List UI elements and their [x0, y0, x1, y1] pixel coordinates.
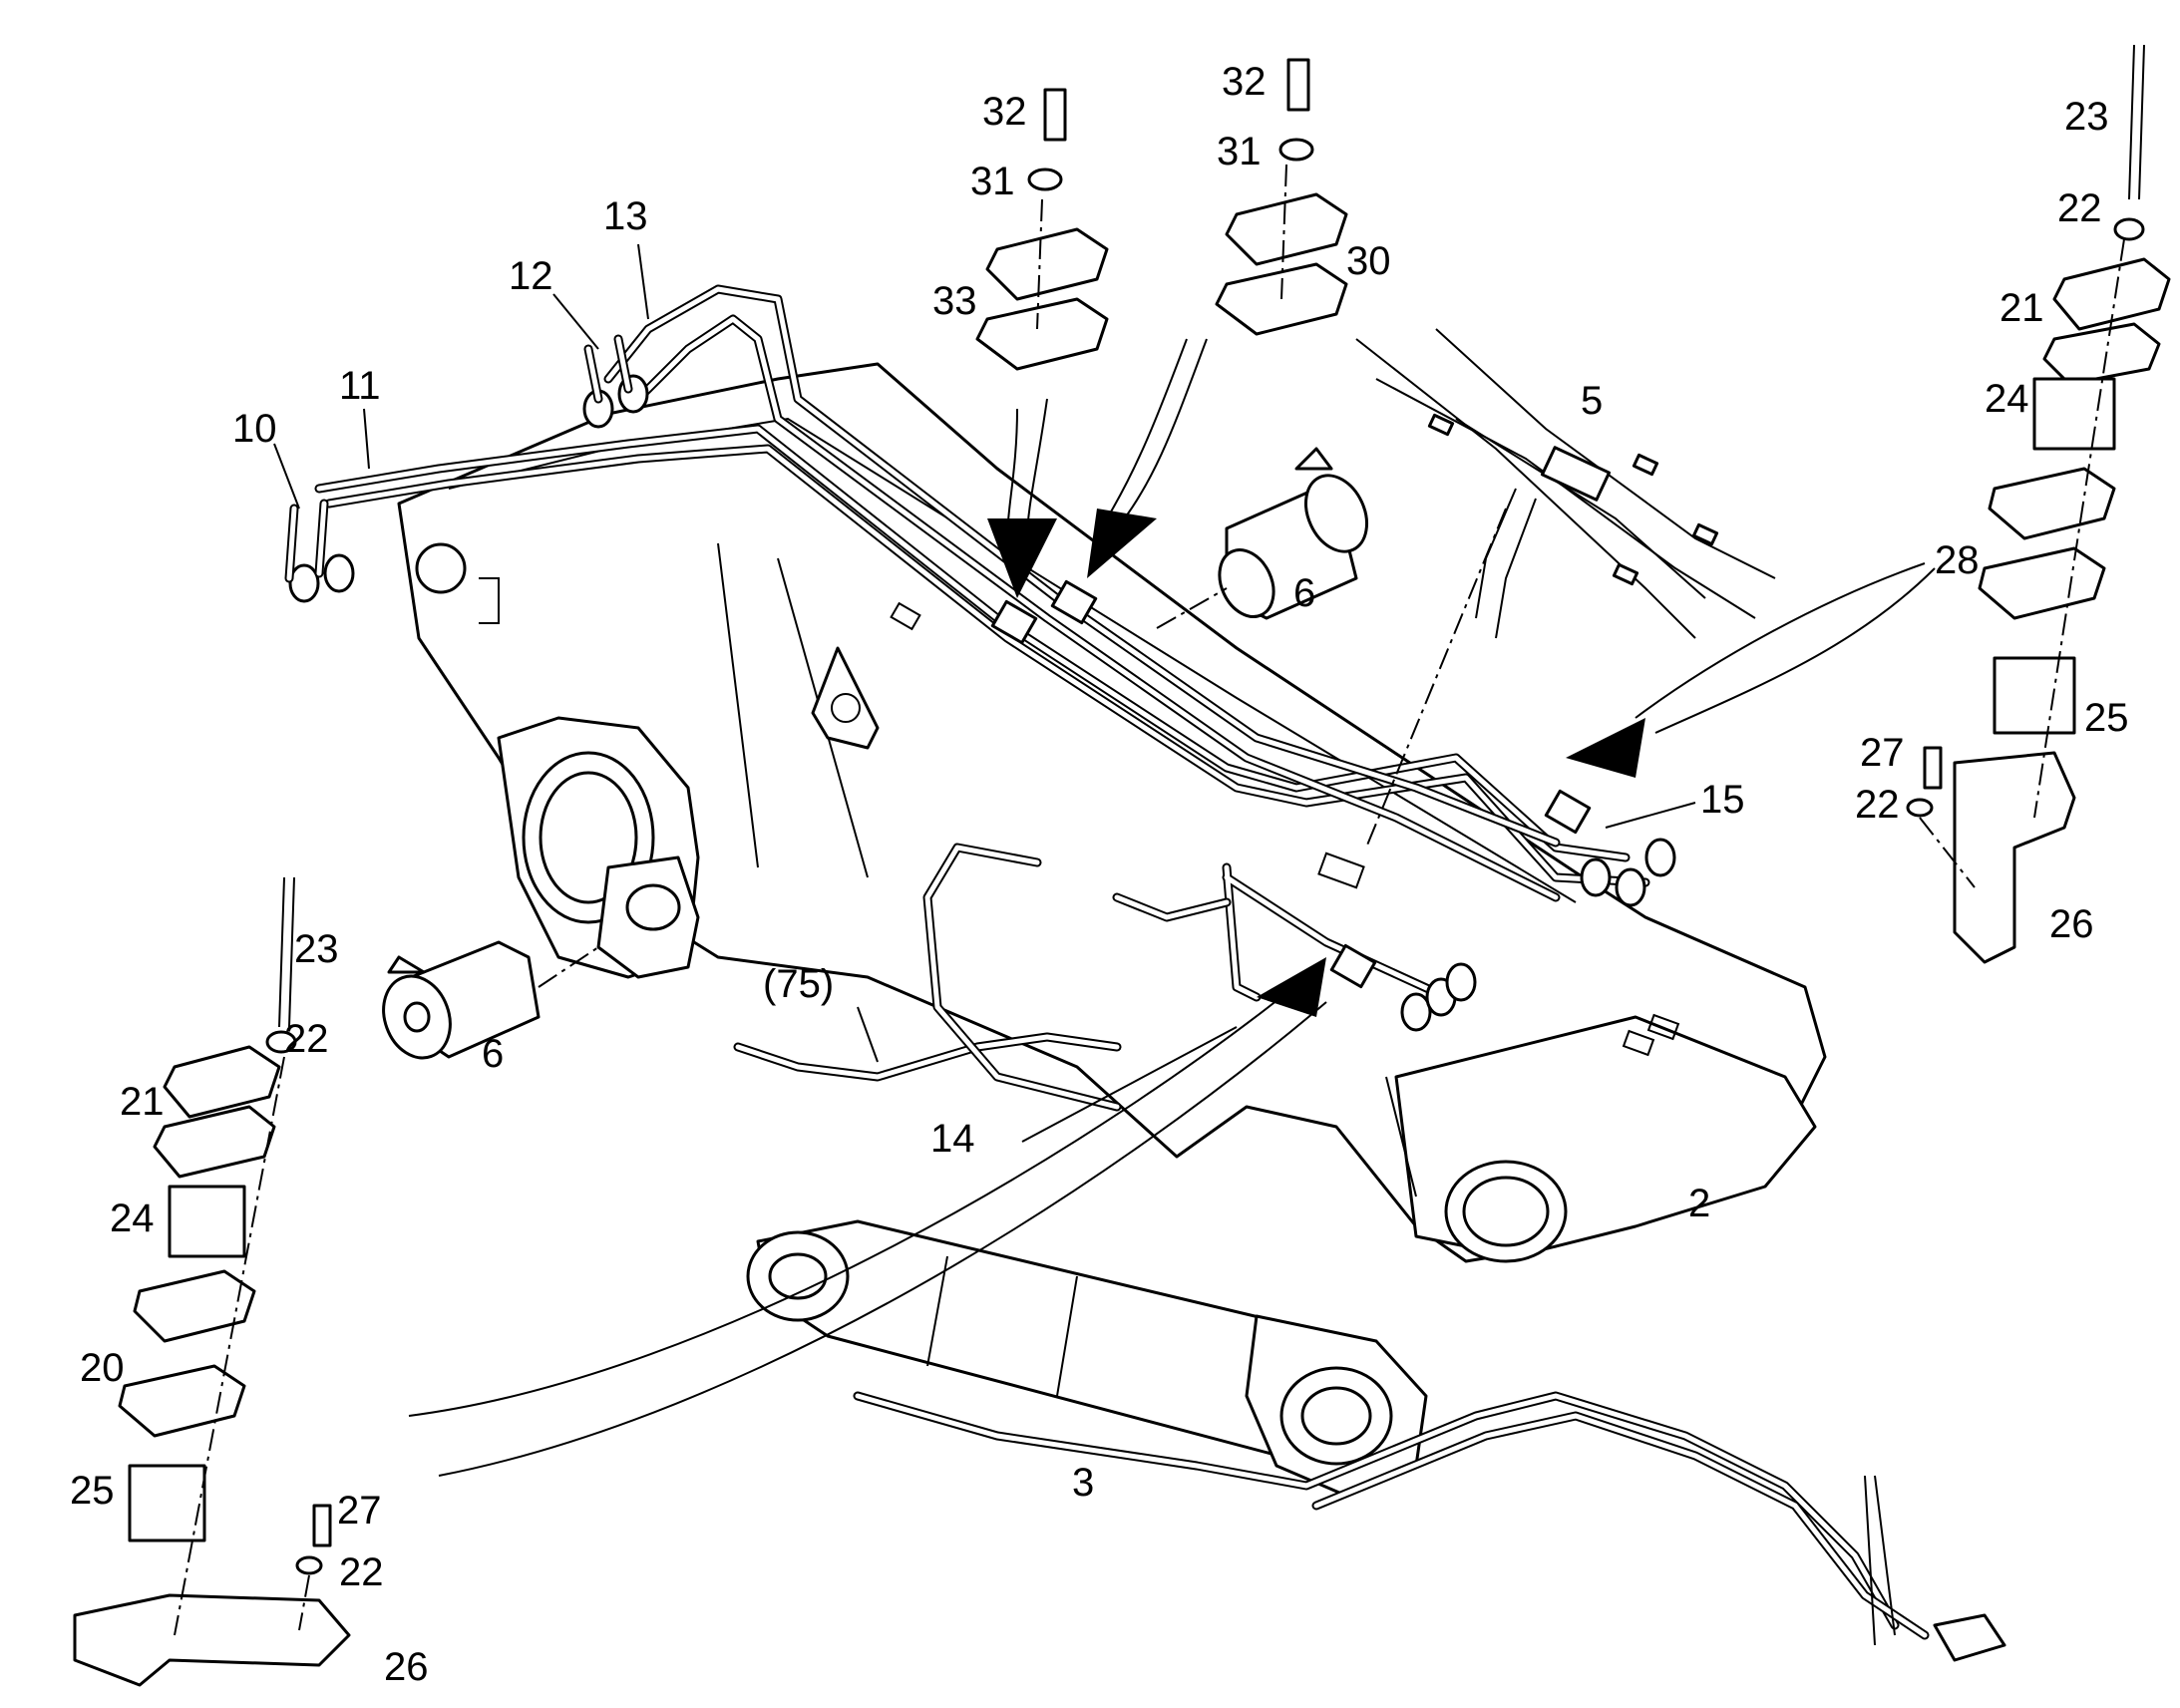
callout-21-right: 21: [1999, 286, 2044, 330]
callout-13: 13: [603, 194, 648, 238]
callout-3: 3: [1072, 1461, 1094, 1505]
harness-assembly: [1355, 328, 1776, 639]
leader-swoop-upper: [1635, 562, 1936, 734]
callout-6-lower: 6: [482, 1032, 504, 1076]
boom-assembly: [397, 362, 1827, 1263]
callout-20: 20: [80, 1346, 125, 1390]
callout-21-left: 21: [120, 1080, 165, 1124]
centerline-harness: [1365, 508, 1507, 849]
callout-23-right: 23: [2064, 95, 2109, 139]
pin-upper: [1218, 447, 1368, 620]
callout-labels: 2 3 5 6 6 10 11 12 13 14 15 20 21 21 22 …: [70, 60, 2129, 1689]
callout-28: 28: [1935, 538, 1980, 582]
callout-27-right: 27: [1860, 731, 1905, 775]
callout-15: 15: [1700, 778, 1745, 822]
leader-swoop-clamp: [1006, 338, 1208, 539]
callout-22-right-upper: 22: [2057, 186, 2102, 230]
callout-26-left: 26: [384, 1645, 429, 1689]
callout-22-right-lower: 22: [1855, 783, 1900, 827]
callout-31-right: 31: [1217, 130, 1262, 173]
centerline-pin-upper: [1156, 587, 1228, 629]
callout-10: 10: [232, 407, 277, 451]
callout-32-right: 32: [1222, 60, 1267, 104]
callout-12: 12: [509, 254, 553, 298]
callout-5: 5: [1581, 379, 1603, 423]
clamp-stack-right: [1906, 44, 2171, 964]
callout-22-left-lower: 22: [339, 1550, 384, 1594]
clamp-stack-33: [975, 88, 1109, 371]
centerline-pin-lower: [538, 946, 599, 988]
callout-11: 11: [339, 364, 381, 408]
leader-swoop: [408, 976, 1327, 1477]
callout-25-right: 25: [2084, 696, 2129, 740]
callout-2: 2: [1688, 1182, 1710, 1225]
callout-24-left: 24: [110, 1196, 155, 1240]
leader-lines: [273, 243, 1696, 1143]
callout-25-left: 25: [70, 1469, 115, 1513]
pin-lower: [382, 940, 541, 1060]
callout-31-left: 31: [970, 160, 1015, 203]
arrows: [987, 509, 1645, 1017]
callout-6-upper: 6: [1293, 571, 1315, 615]
boom-pipes: [284, 284, 1676, 1112]
callout-14: 14: [930, 1117, 975, 1161]
callout-26-right: 26: [2049, 902, 2094, 946]
callout-24-right: 24: [1985, 377, 2029, 421]
callout-22-left-upper: 22: [284, 1017, 329, 1061]
callout-30: 30: [1346, 239, 1391, 283]
callout-23-left: 23: [294, 927, 339, 971]
callout-32-left: 32: [982, 90, 1027, 134]
clamp-stack-30: [1215, 58, 1348, 336]
clamp-stack-left: [73, 876, 351, 1687]
cylinder-assembly: [746, 1219, 2006, 1662]
callout-27-left: 27: [337, 1489, 382, 1533]
callout-75: (75): [763, 962, 834, 1006]
callout-33: 33: [932, 279, 977, 323]
